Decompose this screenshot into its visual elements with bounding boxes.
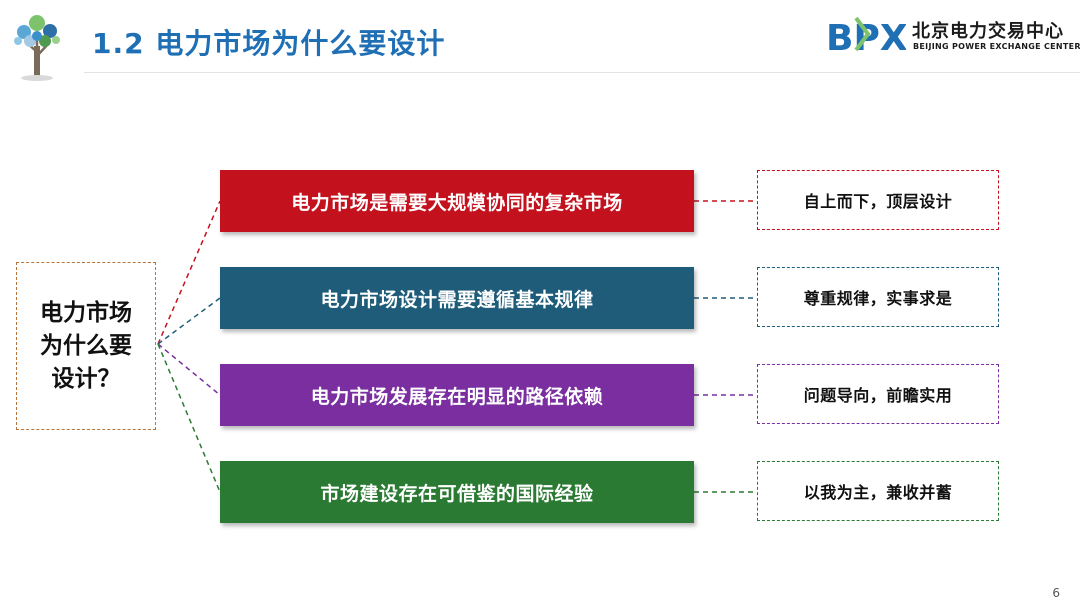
- answer-box-2: 尊重规律，实事求是: [757, 267, 999, 327]
- reason-bar-2: 电力市场设计需要遵循基本规律: [220, 267, 694, 329]
- answer-box-3: 问题导向，前瞻实用: [757, 364, 999, 424]
- question-line: 电力市场: [40, 299, 132, 326]
- connector-q-r3: [157, 343, 221, 396]
- bpx-logo-icon: BPX: [826, 16, 906, 58]
- brand-name-en: BEIJING POWER EXCHANGE CENTER: [913, 42, 1080, 51]
- answer-box-4: 以我为主，兼收并蓄: [757, 461, 999, 521]
- brand-name-cn: 北京电力交易中心: [912, 21, 1064, 42]
- connector-q-r2: [157, 297, 221, 345]
- question-text: 电力市场 为什么要 设计？: [34, 297, 138, 396]
- reason-bar-3: 电力市场发展存在明显的路径依赖: [220, 364, 694, 426]
- reason-bar-1: 电力市场是需要大规模协同的复杂市场: [220, 170, 694, 232]
- question-box: 电力市场 为什么要 设计？: [16, 262, 156, 430]
- page-number: 6: [1052, 586, 1060, 600]
- brand-block: BPX 北京电力交易中心 BEIJING POWER EXCHANGE CENT…: [826, 14, 1080, 58]
- tree-logo-icon: [14, 15, 60, 81]
- header-divider: [84, 72, 1080, 73]
- connector-q-r1: [157, 200, 221, 345]
- answer-box-1: 自上而下，顶层设计: [757, 170, 999, 230]
- question-line: 设计？: [51, 365, 121, 392]
- slide-title: 1.2 电力市场为什么要设计: [92, 27, 446, 60]
- reason-bar-4: 市场建设存在可借鉴的国际经验: [220, 461, 694, 523]
- connector-q-r4: [157, 343, 221, 493]
- question-line: 为什么要: [40, 332, 132, 359]
